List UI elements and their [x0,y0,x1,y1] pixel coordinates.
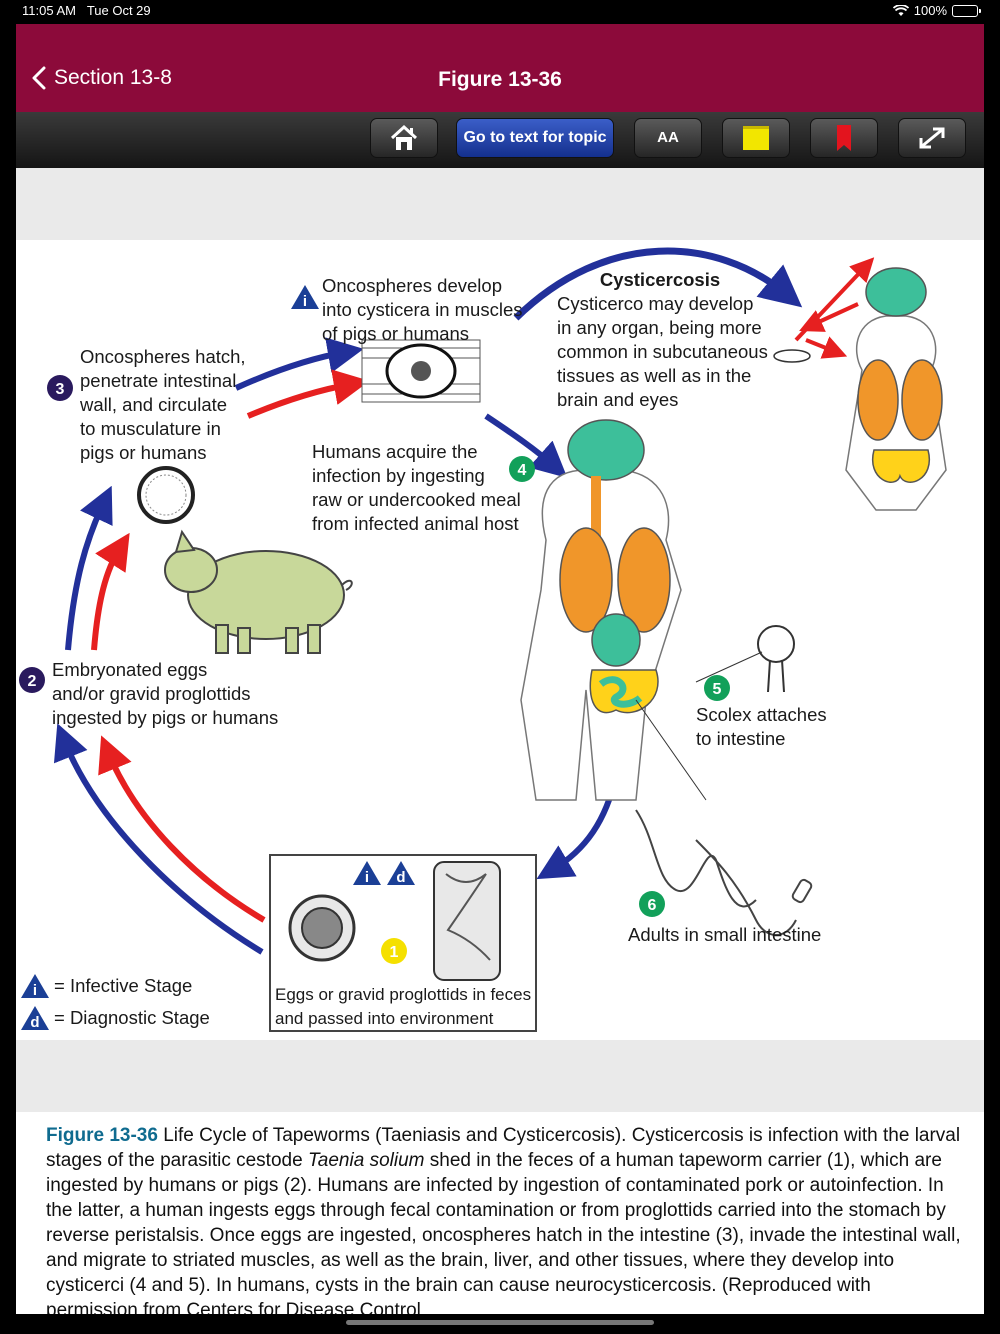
infective-legend-icon: i [21,974,49,999]
notes-button[interactable] [722,118,790,158]
bookmark-icon [837,125,851,151]
infective-stage-icon-box: i [353,861,381,886]
legend-i-letter: i [33,982,37,999]
step-5-label: Scolex attaches to intestine [696,704,827,749]
cysticerca-label: Oncospheres develop into cysticera in mu… [322,275,523,344]
step-4-marker: 4 [509,456,535,482]
font-size-button[interactable]: AA [634,118,702,158]
battery-percent: 100% [913,3,947,18]
step-1-marker: 1 [381,938,407,964]
arrow-to-cysticercosis [513,247,803,321]
legend-diagnostic-label: = Diagnostic Stage [54,1007,210,1028]
figure-top-margin [16,168,984,240]
status-clock: 11:05 AM [22,3,76,18]
step-6-marker: 6 [639,891,665,917]
adult-tapeworm-drawing [635,699,813,936]
step-2-marker: 2 [19,667,45,693]
human-cysticercosis-drawing [773,257,947,511]
cysticercosis-label: Cysticerco may develop in any organ, bei… [557,293,768,410]
font-size-icon: AA [657,129,679,147]
arrow-hatch-to-cyst-red [246,369,370,419]
back-label: Section 13-8 [54,66,172,89]
diagnostic-legend-icon: d [21,1006,49,1031]
figure-caption: Figure 13-36 Life Cycle of Tapeworms (Ta… [46,1123,966,1314]
diagnostic-box-letter: d [396,869,405,886]
chevron-left-icon [32,66,46,90]
status-time: 11:05 AM Tue Oct 29 [22,3,151,18]
content-area: 3 2 4 5 6 1 i i d Oncospheres hatch, pen… [16,168,984,1314]
step-3-number: 3 [56,381,65,398]
status-right: 100% [892,3,981,18]
legend: i = Infective Stage d = Diagnostic Stage [20,970,210,1034]
step-1-number: 1 [390,944,399,961]
diagnostic-stage-icon-box: d [387,861,415,886]
infective-stage-icon: i [291,285,319,310]
step-6-number: 6 [648,897,657,914]
arrow-hatch-to-cyst-blue [234,337,364,391]
caption-text-1: Life Cycle of Tapeworms (Taeniasis and C… [46,1125,961,1171]
cysticercus-in-muscle-drawing [361,339,481,403]
step-1-label: Eggs or gravid proglottids in feces and … [275,985,532,1028]
oncosphere-drawing [137,466,195,524]
arrow-env-to-eggs-red [98,735,266,923]
back-button[interactable]: Section 13-8 [32,66,172,90]
home-indicator[interactable] [346,1320,654,1325]
human-body-drawing [520,419,682,801]
infective-icon-letter: i [303,293,307,310]
step-3-label: Oncospheres hatch, penetrate intestinal … [80,346,246,463]
legend-infective: i = Infective Stage [20,970,210,1002]
legend-diagnostic: d = Diagnostic Stage [20,1002,210,1034]
step-4-number: 4 [518,462,527,479]
step-6-label: Adults in small intestine [628,924,822,945]
arrow-eggs-to-hatch-red [91,532,130,651]
legend-d-letter: d [30,1014,39,1031]
page-title: Figure 13-36 [438,68,562,91]
note-icon [743,126,769,150]
infective-box-letter: i [365,869,369,886]
step-3-marker: 3 [47,375,73,401]
step-2-number: 2 [28,673,37,690]
status-bar: 11:05 AM Tue Oct 29 100% [0,0,1000,22]
caption-species: Taenia solium [307,1150,425,1171]
home-icon [390,124,418,150]
arrow-cyst-to-human [484,413,568,478]
figure-bottom-margin [16,1040,984,1112]
arrow-env-to-eggs-blue [53,723,264,955]
home-button[interactable] [370,118,438,158]
step-4-label: Humans acquire the infection by ingestin… [312,441,521,534]
battery-icon [952,4,981,17]
font-size-label: AA [657,129,679,146]
go-to-text-label: Go to text for topic [463,129,607,146]
nav-bar: Section 13-8 Figure 13-36 [16,24,984,112]
caption-text-2: shed in the feces of a human tapeworm ca… [46,1150,961,1314]
step-2-label: Embryonated eggs and/or gravid proglotti… [52,659,279,728]
wifi-icon [892,4,909,16]
step-5-number: 5 [713,681,722,698]
arrow-eggs-to-hatch-blue [65,485,113,651]
step-5-marker: 5 [704,675,730,701]
toolbar: Go to text for topic AA [16,112,984,168]
bookmark-button[interactable] [810,118,878,158]
fullscreen-button[interactable] [898,118,966,158]
scolex-drawing [695,625,795,693]
legend-infective-label: = Infective Stage [54,975,193,996]
caption-figure-label: Figure 13-36 [46,1125,158,1146]
status-date: Tue Oct 29 [86,3,151,18]
pig-drawing [164,529,353,654]
cysticercosis-title: Cysticercosis [599,269,721,290]
life-cycle-figure: 3 2 4 5 6 1 i i d Oncospheres hatch, pen… [16,240,984,1040]
go-to-text-button[interactable]: Go to text for topic [456,118,614,158]
proglottid-drawing [433,861,501,981]
expand-icon [919,127,945,149]
